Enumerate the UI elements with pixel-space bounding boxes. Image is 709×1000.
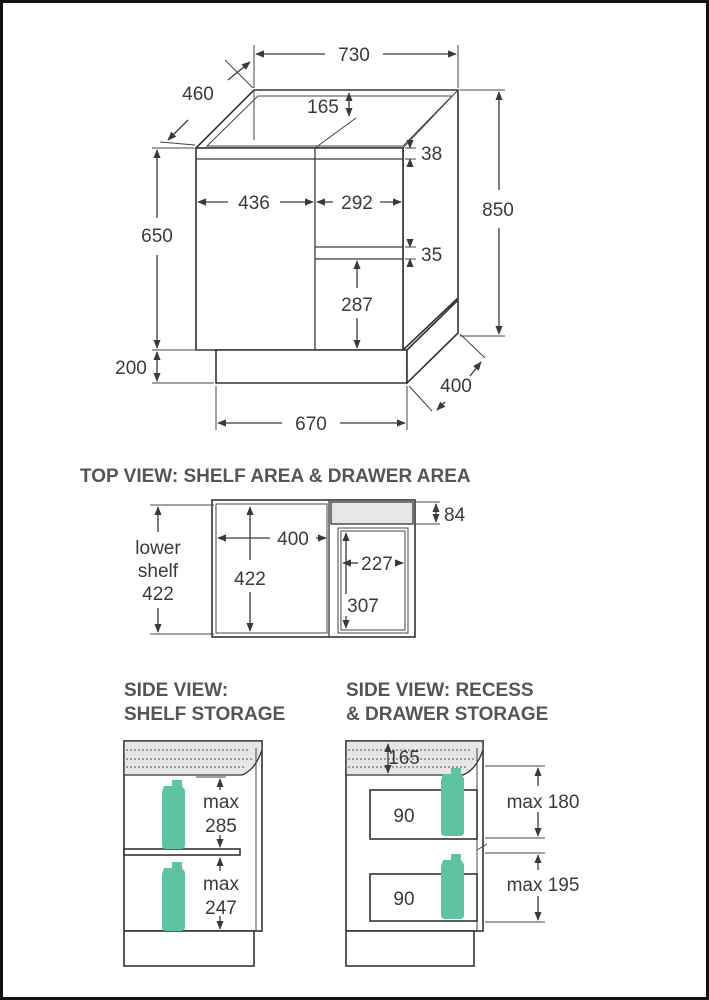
side-view-drawer: SIDE VIEW: RECESS & DRAWER STORAGE 165 9… — [345, 680, 580, 967]
shelf-width-400-label: 400 — [277, 529, 309, 550]
upper-max-label: max — [203, 792, 239, 813]
drawer-gap-35-label: 35 — [421, 245, 442, 266]
kick-200-label: 200 — [115, 358, 147, 379]
base-width-670-label: 670 — [295, 414, 327, 435]
top-rail-38-label: 38 — [421, 144, 442, 165]
shelf-depth-422-label: 422 — [234, 569, 266, 590]
drawer1-max-180-label: max 180 — [507, 792, 580, 813]
lower-max-label: max — [203, 874, 239, 895]
depth-460-label: 460 — [182, 84, 214, 105]
drawer2-max-195-label: max 195 — [507, 875, 580, 896]
upper-max-285-label: 285 — [205, 816, 237, 837]
top-view: TOP VIEW: SHELF AREA & DRAWER AREA lower… — [80, 466, 471, 638]
recess-84-label: 84 — [444, 505, 466, 526]
lower-max-247-label: 247 — [205, 898, 237, 919]
recess-165-side-label: 165 — [388, 748, 420, 769]
lower-shelf-value: 422 — [142, 584, 174, 605]
front-view: 730 460 165 38 850 650 436 292 35 — [115, 45, 514, 435]
side-shelf-title-2: SHELF STORAGE — [124, 704, 285, 725]
drawer-width-227-label: 227 — [361, 554, 393, 575]
height-850-label: 850 — [482, 200, 514, 221]
top-view-title: TOP VIEW: SHELF AREA & DRAWER AREA — [80, 466, 471, 487]
cabinet-body — [194, 89, 459, 352]
bottle-icon — [441, 768, 464, 836]
bottle-icon — [162, 862, 185, 931]
side-drawer-title-2: & DRAWER STORAGE — [346, 704, 548, 725]
cabinet-base — [215, 298, 459, 385]
left-door-436-label: 436 — [238, 193, 270, 214]
recess-165-label: 165 — [307, 97, 339, 118]
drawer1-90-label: 90 — [393, 806, 414, 827]
bottle-icon — [441, 854, 464, 919]
side-shelf-title-1: SIDE VIEW: — [124, 680, 228, 701]
lower-shelf-label-2: shelf — [138, 561, 179, 582]
side-drawer-title-1: SIDE VIEW: RECESS — [346, 680, 534, 701]
base-depth-400-label: 400 — [440, 376, 472, 397]
door-height-650-label: 650 — [141, 226, 173, 247]
side-view-shelf: SIDE VIEW: SHELF STORAGE max 285 max 247 — [123, 680, 285, 967]
lower-shelf-label-1: lower — [135, 538, 181, 559]
bottle-icon — [162, 780, 185, 849]
right-door-292-label: 292 — [341, 193, 373, 214]
drawer2-90-label: 90 — [393, 889, 414, 910]
drawer-287-label: 287 — [341, 295, 373, 316]
drawer-depth-307-label: 307 — [347, 596, 379, 617]
width-730-label: 730 — [338, 45, 370, 66]
